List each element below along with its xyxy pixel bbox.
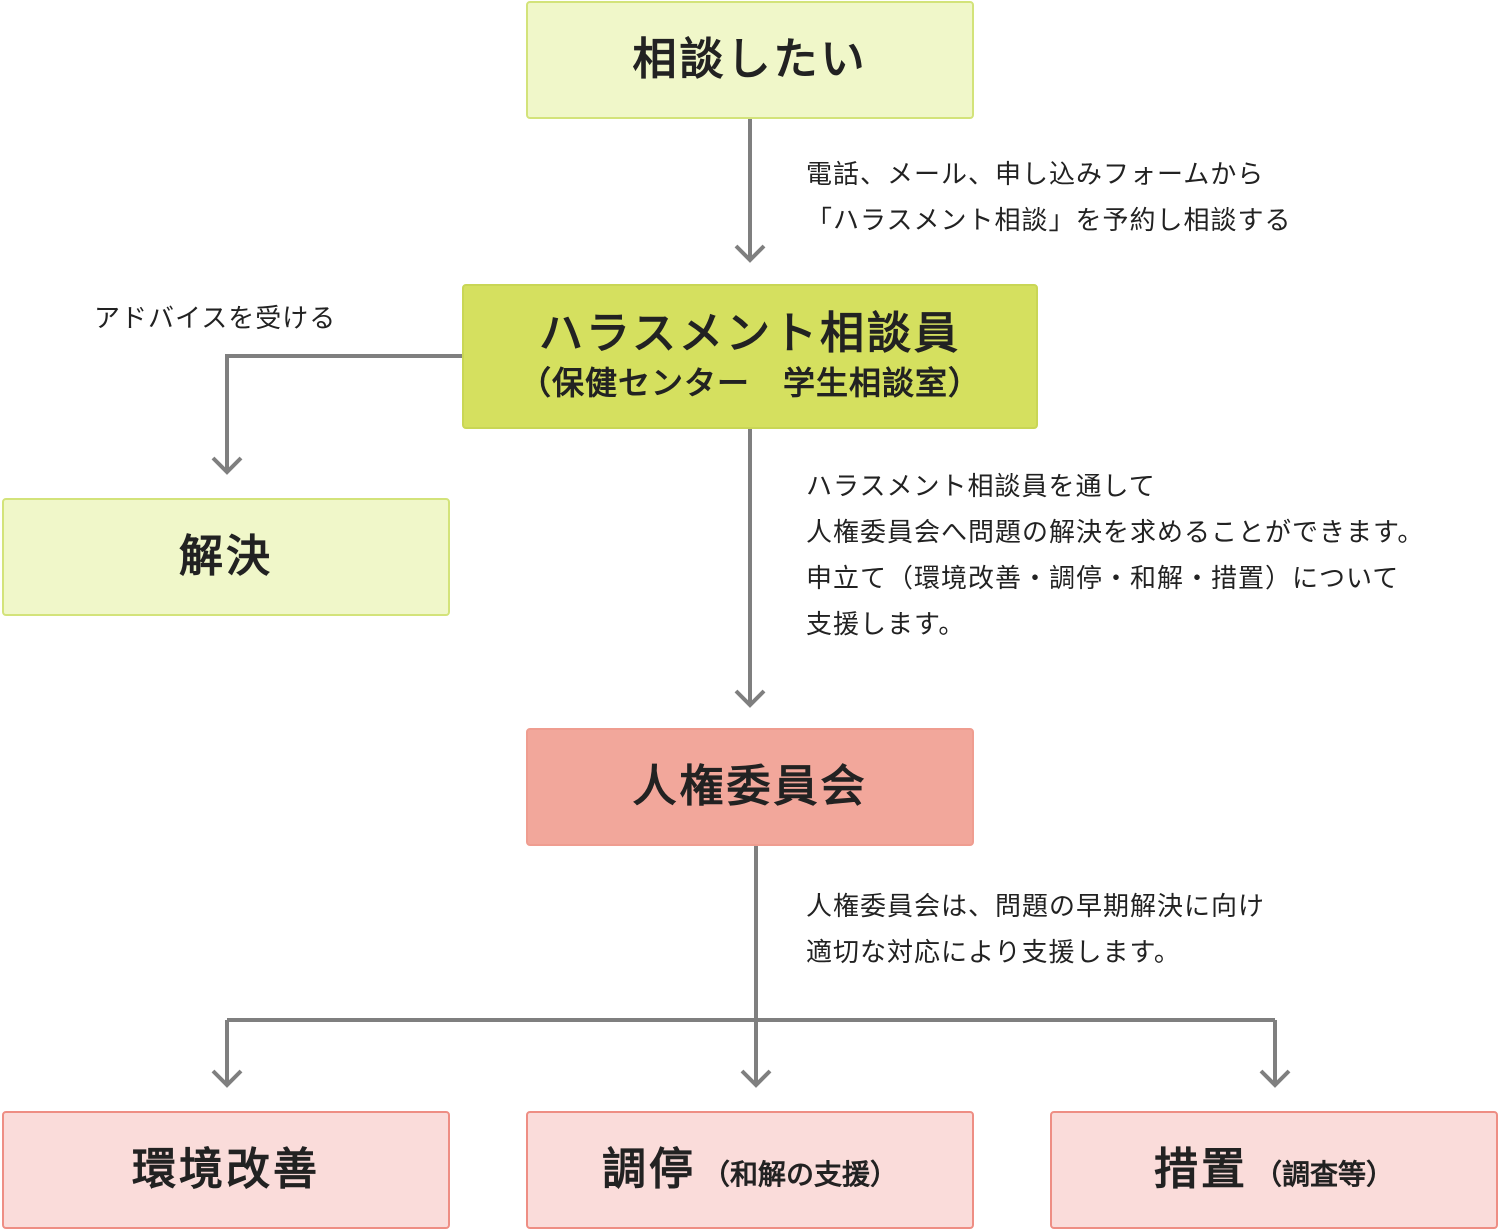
arrowhead-resolution bbox=[211, 456, 243, 475]
note-committee-support: 人権委員会は、問題の早期解決に向け 適切な対応により支援します。 bbox=[806, 884, 1265, 976]
note-through-counselor-line-4: 支援します。 bbox=[806, 610, 966, 640]
node-resolution: 解決 bbox=[2, 498, 450, 616]
arrowhead-counselor bbox=[734, 244, 766, 263]
arrowhead-measures bbox=[1259, 1069, 1291, 1088]
node-environment: 環境改善 bbox=[2, 1111, 450, 1229]
note-through-counselor-line-1: ハラスメント相談員を通して bbox=[806, 472, 1156, 502]
node-counselor-subtitle: （保健センター 学生相談室） bbox=[518, 364, 981, 403]
node-mediation-note: （和解の支援） bbox=[701, 1157, 898, 1191]
node-counselor-title: ハラスメント相談員 bbox=[538, 308, 962, 360]
node-measures-heading: 措置 （調査等） bbox=[1154, 1144, 1394, 1197]
note-through-counselor: ハラスメント相談員を通して 人権委員会へ問題の解決を求めることができます。 申立… bbox=[806, 464, 1424, 648]
arrowhead-committee bbox=[734, 689, 766, 708]
note-through-counselor-line-3: 申立て（環境改善・調停・和解・措置）について bbox=[806, 564, 1400, 594]
note-reservation-line-1: 電話、メール、申し込みフォームから bbox=[806, 160, 1265, 190]
node-measures-title: 措置 bbox=[1153, 1143, 1248, 1195]
note-committee-support-line-2: 適切な対応により支援します。 bbox=[806, 938, 1181, 968]
node-mediation: 調停 （和解の支援） bbox=[526, 1111, 974, 1229]
node-environment-title: 環境改善 bbox=[132, 1143, 320, 1195]
node-measures-note: （調査等） bbox=[1253, 1157, 1394, 1191]
arrowhead-environment bbox=[211, 1069, 243, 1088]
node-committee-title: 人権委員会 bbox=[632, 760, 868, 812]
node-measures: 措置 （調査等） bbox=[1050, 1111, 1498, 1229]
node-committee: 人権委員会 bbox=[526, 728, 974, 846]
node-consult: 相談したい bbox=[526, 1, 974, 119]
connector-counselor-to-resolution bbox=[225, 354, 462, 472]
node-consult-title: 相談したい bbox=[632, 33, 868, 85]
note-through-counselor-line-2: 人権委員会へ問題の解決を求めることができます。 bbox=[806, 518, 1425, 548]
node-counselor: ハラスメント相談員 （保健センター 学生相談室） bbox=[462, 284, 1038, 429]
note-advice-line: アドバイスを受ける bbox=[94, 304, 337, 334]
note-reservation: 電話、メール、申し込みフォームから 「ハラスメント相談」を予約し相談する bbox=[806, 152, 1291, 244]
note-reservation-line-2: 「ハラスメント相談」を予約し相談する bbox=[806, 206, 1292, 236]
note-advice: アドバイスを受ける bbox=[94, 296, 336, 342]
note-committee-support-line-1: 人権委員会は、問題の早期解決に向け bbox=[806, 892, 1266, 922]
node-mediation-heading: 調停 （和解の支援） bbox=[602, 1144, 898, 1197]
arrowhead-mediation bbox=[740, 1069, 772, 1088]
node-resolution-title: 解決 bbox=[179, 530, 273, 582]
node-mediation-title: 調停 bbox=[601, 1143, 696, 1195]
